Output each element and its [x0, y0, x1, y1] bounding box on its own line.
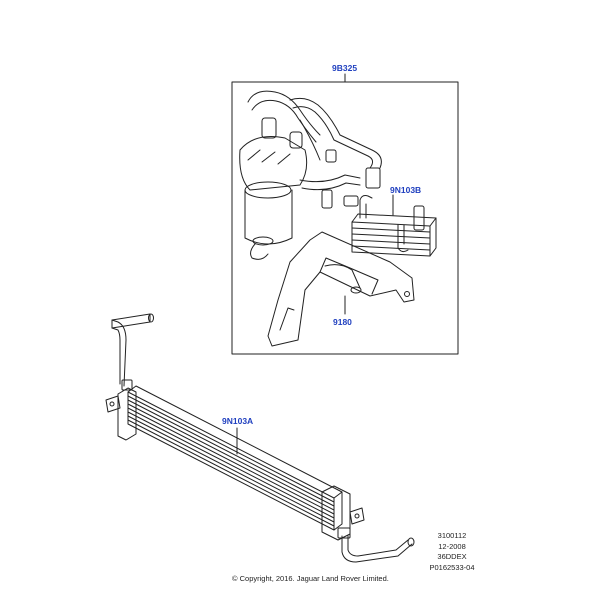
callout-main-cooler[interactable]: 9N103A: [222, 416, 254, 426]
callout-small-cooler[interactable]: 9N103B: [390, 185, 422, 195]
mounting-bracket: [267, 231, 415, 347]
callout-bracket[interactable]: 9180: [333, 317, 352, 327]
reference-date: 12-2008: [438, 541, 466, 551]
callout-kit[interactable]: 9B325: [332, 63, 358, 73]
reference-illustration-id: P0162533-04: [429, 562, 475, 572]
main-oil-cooler: [105, 313, 415, 563]
small-oil-cooler: [343, 194, 437, 257]
fuel-filter-assembly: [239, 90, 382, 260]
copyright-notice: © Copyright, 2016. Jaguar Land Rover Lim…: [232, 574, 389, 583]
drawing-reference-block: 3100112 12-2008 36DDEX P0162533-04: [426, 531, 478, 573]
reference-number: 3100112: [437, 531, 467, 540]
reference-code: 36DDEX: [437, 552, 467, 561]
